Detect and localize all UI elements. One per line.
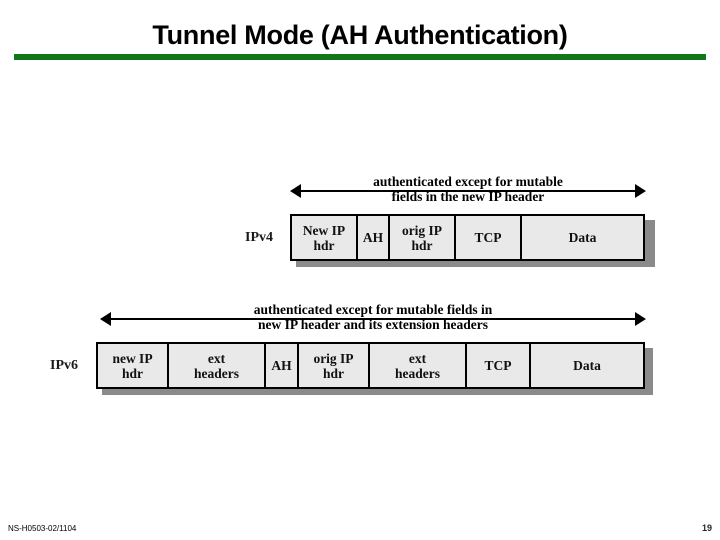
ipv4-arrow-shaft <box>299 190 637 192</box>
ipv4-cell-new-ip-hdr-line2: hdr <box>313 237 335 253</box>
ipv6-cell-orig-ip-hdr-line1: orig IP <box>313 350 354 366</box>
ipv4-authentication-span-arrow: authenticated except for mutable fields … <box>290 174 646 208</box>
ipv6-arrow-head-left-icon <box>100 312 111 326</box>
ipv6-arrow-caption-line1: authenticated except for mutable fields … <box>253 302 493 317</box>
ipv6-cell-ext-headers-inner-line1: ext <box>408 350 427 366</box>
page-title: Tunnel Mode (AH Authentication) <box>152 20 568 50</box>
ipv4-cell-orig-ip-hdr: orig IP hdr <box>388 214 454 261</box>
ipv4-arrow-head-right-icon <box>635 184 646 198</box>
ipv4-cell-orig-ip-hdr-line1: orig IP <box>401 222 443 238</box>
ipv6-row-label: IPv6 <box>50 358 78 373</box>
ipv6-arrow-head-right-icon <box>635 312 646 326</box>
ipv6-cell-tcp-label: TCP <box>484 358 512 373</box>
ipv6-arrow-caption-line2: new IP header and its extension headers <box>257 317 488 332</box>
footer-page-number: 19 <box>701 523 712 533</box>
ipv4-cell-tcp-label: TCP <box>474 230 502 245</box>
ipv6-cell-new-ip-hdr: new IP hdr <box>96 342 167 389</box>
ipv6-cell-orig-ip-hdr-line2: hdr <box>322 365 344 381</box>
ipv4-cell-ah: AH <box>356 214 388 261</box>
ipv6-cell-new-ip-hdr-line2: hdr <box>121 365 143 381</box>
ipv4-arrow-head-left-icon <box>290 184 301 198</box>
ipv6-cell-tcp: TCP <box>465 342 529 389</box>
ipv6-cell-ext-headers-outer: ext headers <box>167 342 264 389</box>
footer-document-code: NS-H0503-02/1104 <box>8 524 77 533</box>
ipv6-authentication-span-arrow: authenticated except for mutable fields … <box>100 302 646 336</box>
ipv4-arrow-caption-line2: fields in the new IP header <box>391 189 545 204</box>
ipv4-cell-ah-label: AH <box>362 230 384 245</box>
ipv6-cell-new-ip-hdr-line1: new IP <box>112 350 153 366</box>
ipv4-cell-data-label: Data <box>568 230 597 245</box>
ipv4-cell-orig-ip-hdr-line2: hdr <box>411 237 433 253</box>
ipv6-arrow-shaft <box>109 318 637 320</box>
ipv6-cell-ext-headers-outer-line1: ext <box>207 350 226 366</box>
ipv6-cell-ah-label: AH <box>271 358 292 373</box>
ipv4-cell-data: Data <box>520 214 645 261</box>
ipv4-cell-tcp: TCP <box>454 214 520 261</box>
ipv6-cell-ext-headers-inner-line2: headers <box>395 365 440 381</box>
ipv4-row-label: IPv4 <box>245 230 273 245</box>
ipv4-cell-new-ip-hdr-line1: New IP <box>302 222 346 238</box>
title-underline-rule <box>14 54 706 60</box>
ipv6-cell-ah: AH <box>264 342 297 389</box>
ipv6-cell-data-label: Data <box>573 358 601 373</box>
ipv6-packet-strip: new IP hdr ext headers AH orig IP hdr ex… <box>96 342 645 389</box>
ipv4-cell-new-ip-hdr: New IP hdr <box>290 214 356 261</box>
ipv6-cell-data: Data <box>529 342 645 389</box>
ipv4-packet-strip: New IP hdr AH orig IP hdr TCP Data <box>290 214 645 261</box>
ipv4-arrow-caption-line1: authenticated except for mutable <box>373 174 563 189</box>
ipv6-cell-ext-headers-inner: ext headers <box>368 342 465 389</box>
ipv6-cell-ext-headers-outer-line2: headers <box>194 365 239 381</box>
ipv6-cell-orig-ip-hdr: orig IP hdr <box>297 342 368 389</box>
